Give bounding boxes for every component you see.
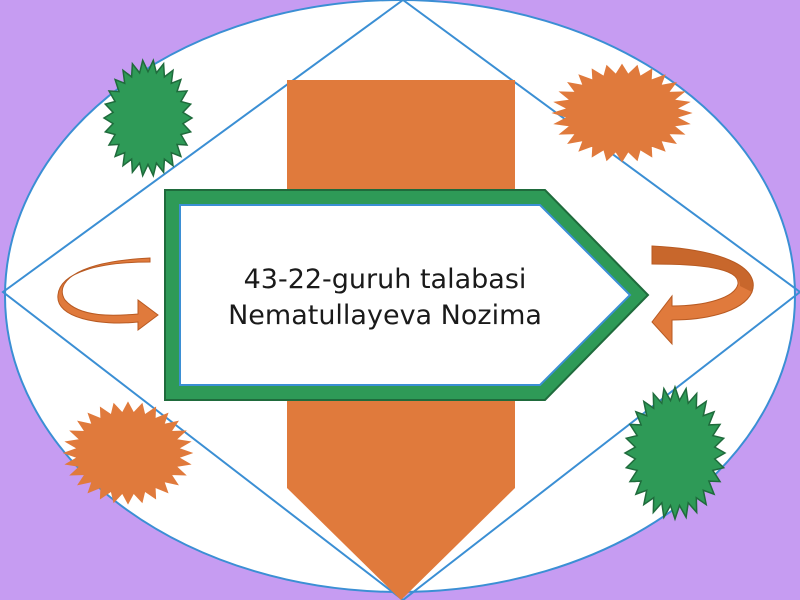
title-line-2: Nematullayeva Nozima: [228, 299, 542, 331]
orange-starburst-icon: [551, 63, 693, 163]
green-starburst-icon: [623, 384, 727, 522]
left-curved-arrow-icon: [57, 257, 159, 331]
orange-starburst-icon: [62, 401, 194, 505]
green-starburst-icon: [102, 58, 194, 178]
title-line-1: 43-22-guruh talabasi: [243, 263, 527, 295]
title-callout-inner: [179, 204, 632, 386]
title-text: 43-22-guruh talabasi Nematullayeva Nozim…: [185, 210, 585, 385]
right-curved-arrow-icon: [651, 245, 754, 346]
